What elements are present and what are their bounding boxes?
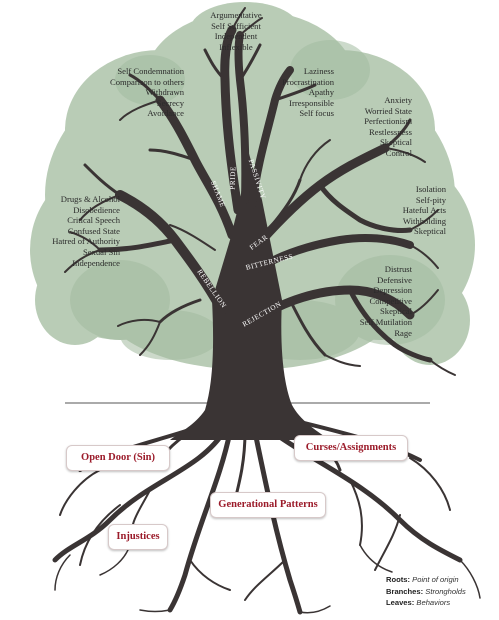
stronghold-fear: FEAR — [248, 233, 270, 252]
branches — [64, 7, 456, 376]
root-injustices: Injustices — [108, 524, 168, 550]
behavior-label: Withholding — [402, 215, 446, 226]
legend-value: Strongholds — [425, 586, 466, 596]
behavior-label: Defensive — [377, 274, 412, 285]
legend: Roots: Point of origin Branches: Strongh… — [386, 574, 466, 609]
legend-key: Roots: — [386, 575, 411, 584]
behavior-label: Procrastination — [281, 76, 334, 87]
behavior-label: Laziness — [303, 66, 334, 76]
behavior-label: Distrust — [384, 264, 412, 274]
behavior-label: Control — [385, 147, 412, 158]
behaviors-left: Drugs & Alcohol Disobedience Critical Sp… — [16, 194, 120, 268]
root-curses: Curses/Assignments — [294, 435, 408, 461]
behaviors-lower-right: Distrust Defensive Depression Competitiv… — [340, 264, 412, 338]
stronghold-passivity: PASSIVITY — [247, 158, 267, 200]
root-label: Curses/Assignments — [305, 442, 397, 453]
behavior-label: Skeptical — [380, 306, 412, 317]
root-generational: Generational Patterns — [210, 492, 326, 518]
root-label: Open Door (Sin) — [81, 452, 155, 463]
legend-branches: Branches: Strongholds — [386, 586, 466, 598]
root-open-door: Open Door (Sin) — [66, 445, 170, 471]
behavior-label: Apathy — [308, 87, 334, 98]
behaviors-mid-right: Isolation Self-pity Hateful Acts Withhol… — [396, 184, 446, 237]
behavior-label: Secrecy — [156, 97, 184, 108]
legend-key: Branches: — [386, 586, 424, 596]
stronghold-rejection: REJECTION — [241, 300, 283, 329]
behavior-label: Drugs & Alcohol — [60, 194, 120, 204]
behavior-label: Hatred of Authority — [52, 236, 120, 247]
behavior-label: Avoidance — [147, 108, 184, 119]
behaviors-upper-right: Anxiety Worried State Perfectionism Rest… — [345, 95, 412, 159]
behavior-label: Skeptical — [414, 226, 446, 237]
behavior-label: Hateful Acts — [402, 205, 446, 216]
behavior-label: Self Mutilation — [359, 316, 412, 327]
behavior-label: Critical Speech — [67, 215, 120, 226]
behavior-label: Sexual Sin — [82, 246, 120, 257]
behavior-label: Restlessness — [369, 126, 412, 137]
behavior-label: Self-pity — [415, 194, 446, 205]
behavior-label: Disobedience — [73, 204, 120, 215]
behaviors-upper-mid: Laziness Procrastination Apathy Irrespon… — [262, 66, 334, 119]
behavior-label: Depression — [373, 285, 412, 296]
behavior-label: Competitive — [369, 295, 413, 306]
behavior-label: Independent — [214, 31, 258, 42]
behavior-label: Worried State — [364, 105, 412, 116]
behavior-label: Self Sufficient — [211, 20, 261, 31]
root-label: Generational Patterns — [218, 499, 318, 510]
behavior-label: Isolation — [415, 184, 446, 194]
behavior-label: Inflexible — [219, 41, 253, 52]
stronghold-rebellion: REBELLION — [195, 268, 228, 310]
behavior-label: Perfectionism — [364, 116, 412, 127]
root-label: Injustices — [116, 531, 160, 542]
behavior-label: Comparison to others — [110, 76, 184, 87]
behaviors-top: Argumentative Self Sufficient Independen… — [196, 10, 276, 52]
legend-value: Behaviors — [416, 598, 451, 608]
legend-roots: Roots: Point of origin — [386, 574, 466, 586]
behavior-label: Confused State — [67, 225, 120, 236]
stronghold-shame: SHAME — [209, 180, 227, 209]
trunk — [170, 150, 330, 440]
behavior-label: Self focus — [299, 108, 334, 119]
behavior-label: Self Condemnation — [117, 66, 184, 76]
behavior-label: Anxiety — [384, 95, 412, 105]
behavior-label: Withdrawn — [145, 87, 184, 98]
legend-value: Point of origin — [412, 575, 459, 584]
legend-leaves: Leaves: Behaviors — [386, 597, 466, 609]
behavior-label: Independence — [72, 257, 120, 268]
legend-key: Leaves: — [386, 598, 415, 608]
behavior-label: Argumentative — [210, 10, 262, 20]
behavior-label: Skeptical — [380, 137, 412, 148]
behavior-label: Rage — [394, 327, 412, 338]
behavior-label: Irresponsible — [289, 97, 334, 108]
stronghold-bitterness: BITTERNESS — [245, 252, 294, 272]
stronghold-pride: PRIDE — [229, 166, 238, 190]
behaviors-upper-left: Self Condemnation Comparison to others W… — [100, 66, 184, 119]
